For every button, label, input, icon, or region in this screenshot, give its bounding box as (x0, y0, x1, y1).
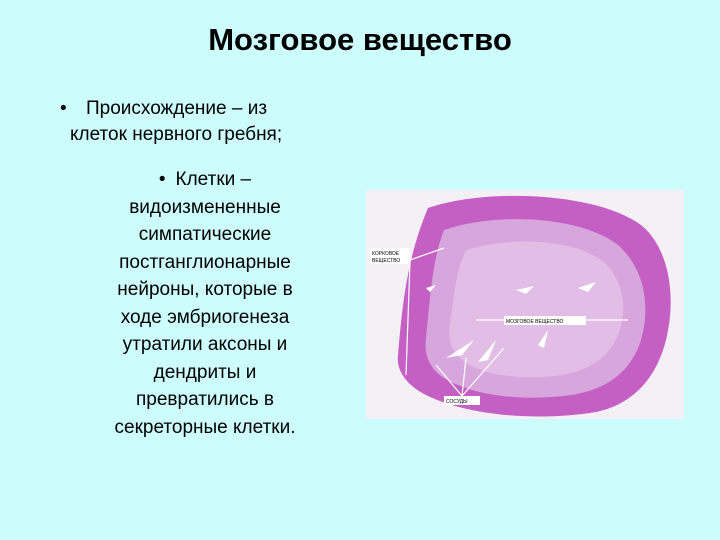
label-cortex-line2: ВЕЩЕСТВО (372, 258, 400, 264)
vessel (516, 286, 534, 294)
bullet-cells-text: Клетки – (175, 169, 252, 190)
label-box-cortex (370, 248, 410, 264)
bullet-origin-line1: Происхождение – из (86, 98, 268, 119)
bullet-cells-line: секреторные клетки. (114, 416, 296, 438)
bullet-cells-line: симпатические (138, 224, 272, 245)
bullet-origin: • Происхождение – из клеток нервного гре… (60, 96, 370, 148)
label-medulla: МОЗГОВОЕ ВЕЩЕСТВО (506, 319, 564, 325)
bullet-origin-line2: клеток нервного гребня; (70, 124, 283, 145)
label-box-medulla (504, 316, 586, 325)
bullet-cells-line: утратили аксоны и (122, 334, 288, 355)
medulla-core (449, 241, 624, 378)
bullet-dot: • (158, 169, 166, 190)
vessel (426, 285, 436, 292)
bullet-cells-line: видоизмененные (129, 196, 281, 218)
label-cortex-line1: КОРКОВОЕ (372, 251, 400, 257)
bullet-cells-line: дендриты и (153, 361, 257, 383)
label-box-vessels (444, 396, 480, 405)
micrograph-illustration: КОРКОВОЕ ВЕЩЕСТВО МОЗГОВОЕ ВЕЩЕСТВО СОСУ… (370, 195, 671, 417)
vessel (478, 340, 496, 362)
vessel (538, 330, 548, 348)
pointer-lines (405, 247, 628, 397)
bullet-cells-line: постганглионарные (119, 251, 291, 273)
adrenal-micrograph: КОРКОВОЕ ВЕЩЕСТВО МОЗГОВОЕ ВЕЩЕСТВО СОСУ… (366, 190, 684, 419)
bullet-cells-line: ходе эмбриогенеза (120, 306, 290, 328)
bullet-cells-line1: • Клетки – (85, 166, 325, 194)
label-vessels: СОСУДЫ (446, 399, 468, 405)
vessel (446, 340, 474, 358)
slide-title: Мозговое вещество (208, 22, 512, 57)
bullet-cells-line: превратились в (135, 389, 275, 410)
bullet-cells-line: нейроны, которые в (117, 279, 293, 300)
vessel (578, 282, 596, 292)
bullet-dot: • (60, 98, 67, 119)
bullet-cells: • Клетки – видоизмененные симпатические п… (85, 166, 325, 441)
